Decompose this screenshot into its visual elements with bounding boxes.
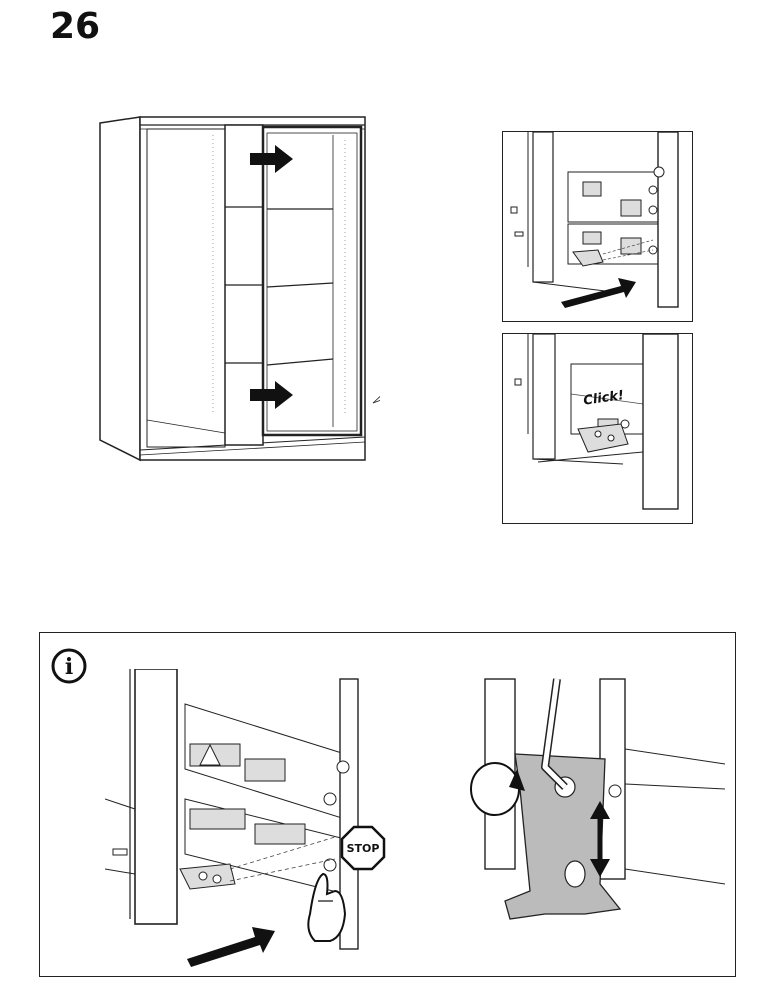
detail-panel-bottom: Click! [502,333,693,524]
wardrobe-illustration [99,116,380,462]
push-arrow-icon [561,278,636,308]
step-number: 26 [50,6,101,47]
info-frame: i [39,632,736,977]
push-arrow-icon [250,145,293,173]
info-icon: i [51,648,87,684]
up-down-arrow-icon [590,801,610,877]
push-arrow-icon [250,381,293,409]
rotate-arrow-icon [470,762,525,816]
stop-sign-icon: STOP [340,825,386,871]
click-text: Click! [582,388,624,409]
info-symbol: i [65,654,73,680]
info-left-illustration [105,669,359,967]
stop-sign-text: STOP [347,842,380,855]
push-arrow-icon [187,927,275,967]
info-right-illustration [470,678,725,920]
detail-panel-top [502,131,693,322]
hand-press-icon [307,872,347,942]
